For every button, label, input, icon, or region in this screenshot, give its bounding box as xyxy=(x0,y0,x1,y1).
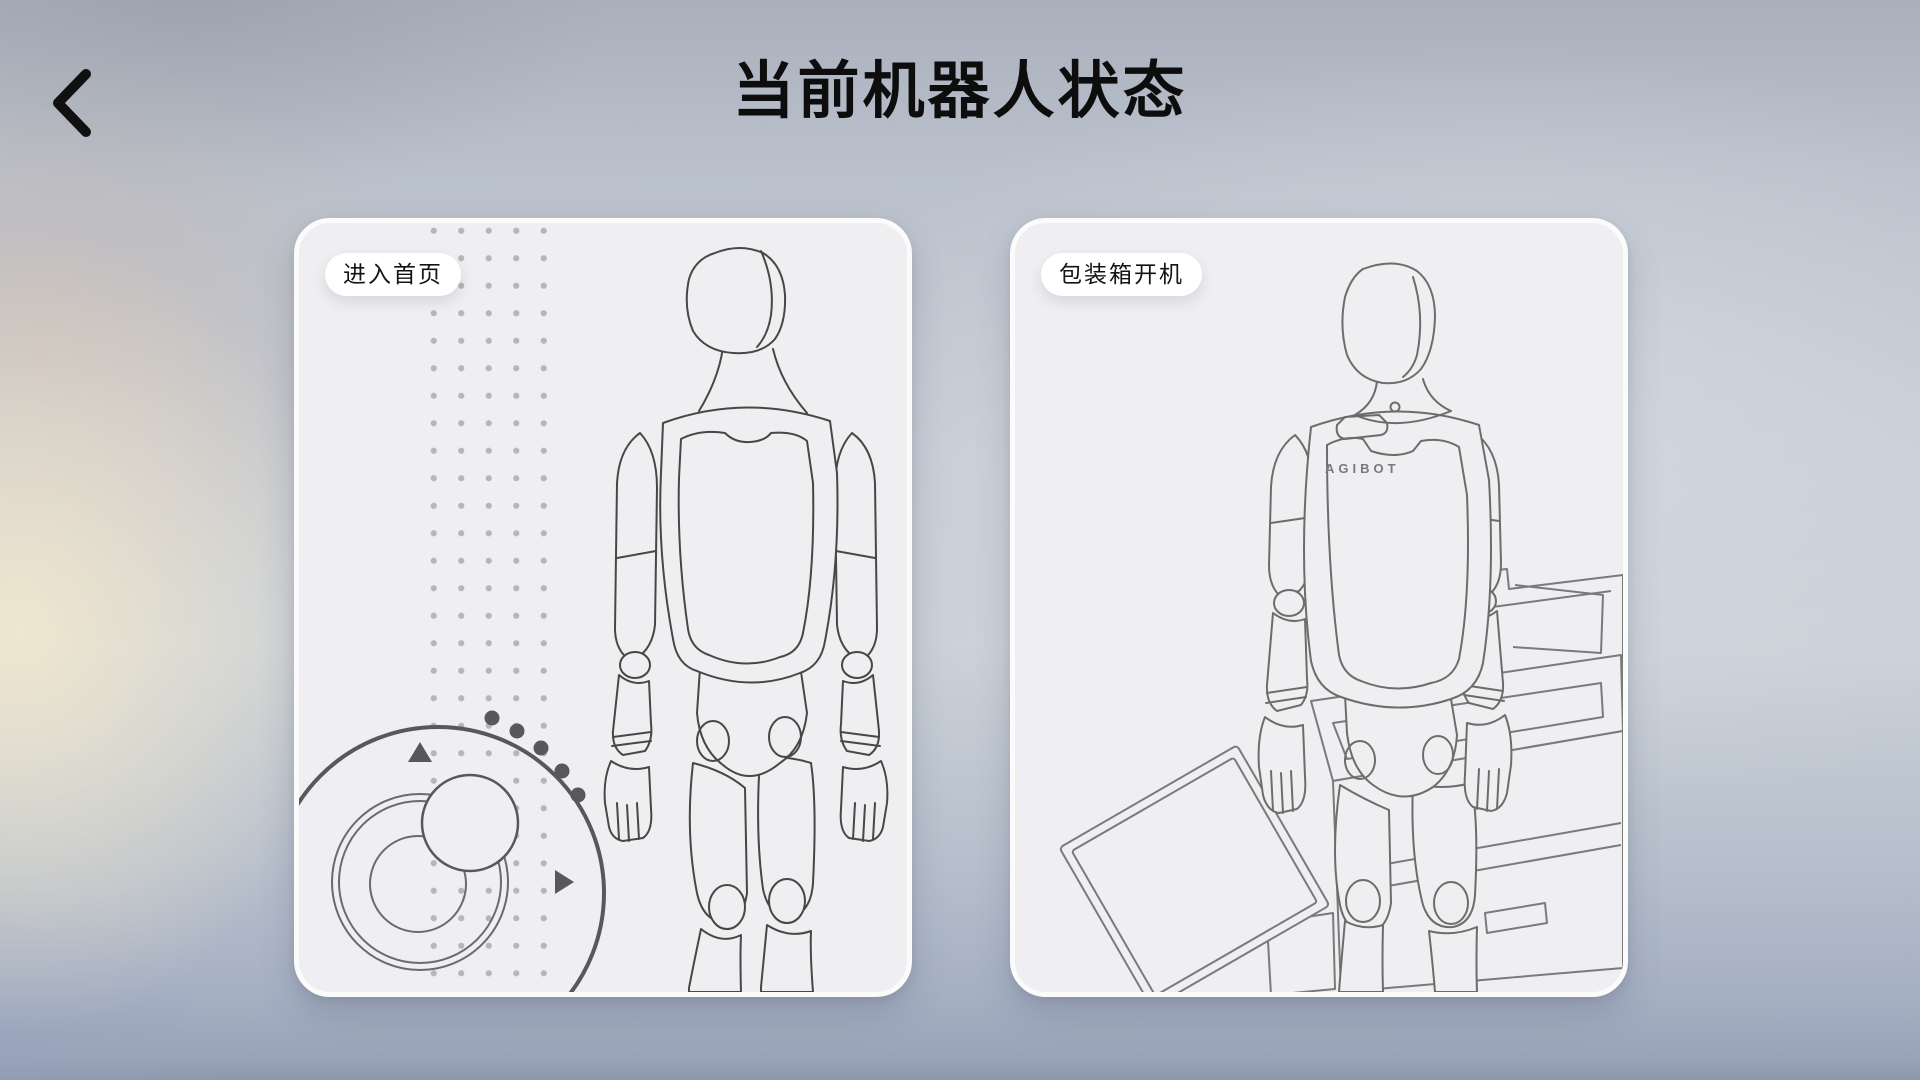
joystick-dial-illustration xyxy=(299,710,606,992)
page-title: 当前机器人状态 xyxy=(732,57,1188,126)
status-badge-enter-home: 进入首页 xyxy=(325,253,461,296)
back-button[interactable] xyxy=(40,62,104,140)
status-badge-packing-box: 包装箱开机 xyxy=(1041,253,1202,296)
joystick-knob xyxy=(420,773,520,873)
diagonal-dark-dots xyxy=(484,710,586,803)
chevron-left-icon xyxy=(53,69,91,137)
agibot-logo-text: AGIBOT xyxy=(1325,461,1400,476)
card-packing-box-power-on[interactable]: 包装箱开机 xyxy=(1010,218,1628,997)
robot-stepping-out-illustration: AGIBOT xyxy=(1257,262,1513,992)
right-triangle-icon xyxy=(555,870,574,894)
up-triangle-icon xyxy=(408,742,432,762)
robot-front-illustration xyxy=(603,247,889,992)
card-enter-home[interactable]: 进入首页 xyxy=(294,218,912,997)
